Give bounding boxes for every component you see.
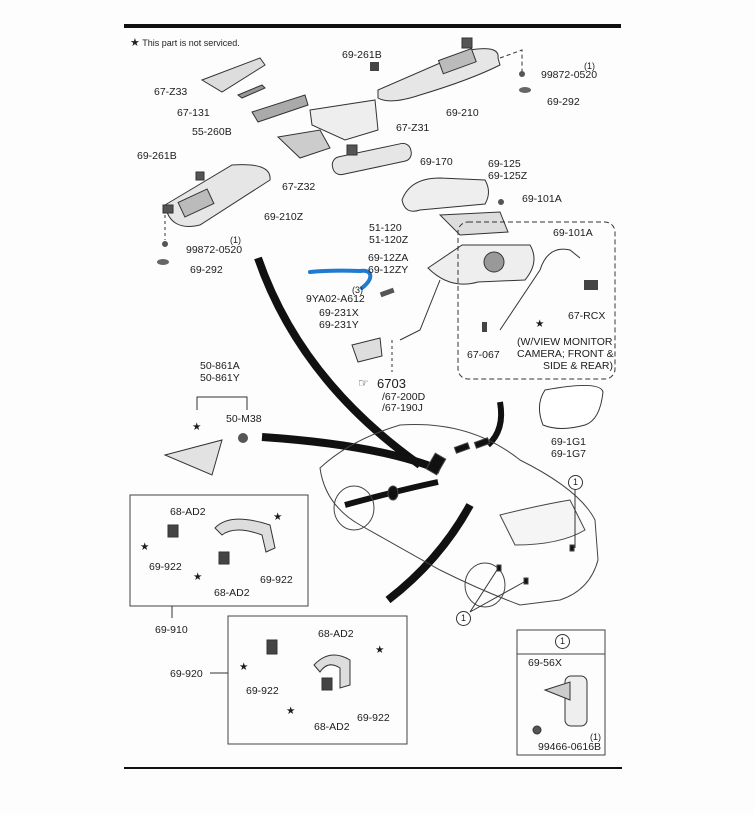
camera-icon — [584, 280, 598, 290]
legend-note: ★ This part is not serviced. — [130, 36, 240, 49]
part-label: 69-231Y — [319, 319, 359, 331]
part-label: 69-231X — [319, 307, 359, 319]
part-label: 69-922 — [357, 712, 390, 724]
mirror-glass-drawing — [539, 384, 604, 429]
reference-number: 6703 — [377, 376, 406, 391]
part-label: 67-131 — [177, 107, 210, 119]
star-icon: ★ — [193, 571, 203, 583]
part-label: 9YA02-A612 — [306, 293, 365, 305]
screw-icon — [162, 241, 168, 247]
reference-label: /67-190J — [382, 402, 423, 414]
part-label: 99872-0520 — [186, 244, 243, 256]
star-icon: ★ — [192, 421, 202, 433]
option-note: (W/VIEW MONITOR — [517, 336, 613, 348]
part-label: 68-AD2 — [214, 587, 250, 599]
star-icon: ★ — [239, 661, 249, 673]
part-label: 68-AD2 — [170, 506, 206, 518]
clip-icon — [238, 433, 248, 443]
clip-icon — [370, 62, 379, 71]
star-icon: ★ — [535, 318, 545, 330]
part-label: 69-125Z — [488, 170, 528, 182]
vehicle-drawing — [319, 423, 599, 608]
part-label: 67-Z31 — [396, 122, 430, 134]
nut-icon — [498, 199, 504, 205]
quarter-glass-drawing — [163, 439, 223, 476]
quantity-label: (1) — [590, 732, 601, 742]
part-label: 69-922 — [246, 685, 279, 697]
reference-label: /67-200D — [382, 391, 426, 403]
star-icon: ★ — [286, 705, 296, 717]
detail-1-box — [516, 629, 606, 756]
quantity-label: (1) — [230, 235, 241, 245]
grip-front-box — [129, 494, 309, 607]
blue-annotation-stroke — [308, 268, 373, 290]
part-label: 69-170 — [420, 156, 453, 168]
star-icon: ★ — [140, 541, 150, 553]
part-label: 69-101A — [553, 227, 593, 239]
star-icon: ★ — [130, 37, 140, 49]
option-note: CAMERA; FRONT & — [517, 348, 614, 360]
part-label: 50-861Y — [200, 372, 240, 384]
leader-swooshes — [254, 256, 505, 604]
part-label: 99872-0520 — [541, 69, 598, 81]
part-label: 69-210Z — [264, 211, 304, 223]
part-label: 69-261B — [137, 150, 177, 162]
star-icon: ★ — [375, 644, 385, 656]
part-label: 68-AD2 — [314, 721, 350, 733]
part-label: 69-261B — [342, 49, 382, 61]
part-label: 55-260B — [192, 126, 232, 138]
cover-icon — [157, 259, 169, 265]
part-label: 69-922 — [149, 561, 182, 573]
screw-icon — [519, 71, 525, 77]
part-label: 69-101A — [522, 193, 562, 205]
bottom-rule — [124, 767, 622, 769]
part-label: 67-Z33 — [154, 86, 188, 98]
cover-icon — [519, 87, 531, 93]
star-icon: ★ — [273, 511, 283, 523]
door-mirror-drawing — [399, 177, 535, 341]
bolt-icon — [379, 287, 395, 298]
part-label: 69-125 — [488, 158, 521, 170]
part-label: 50-M38 — [226, 413, 262, 425]
part-label: 67-067 — [467, 349, 500, 361]
sun-visor-left-drawing — [162, 164, 271, 227]
part-label: 69-1G7 — [551, 448, 587, 460]
part-label: 69-1G1 — [551, 436, 587, 448]
detail-1-drawing — [532, 675, 588, 735]
top-rule — [124, 24, 621, 28]
part-label: 50-861A — [200, 360, 240, 372]
pointing-hand-icon: ☞ — [358, 376, 369, 390]
grip-handle-drawing — [167, 518, 351, 691]
detail-callout: 1 — [555, 634, 570, 649]
part-label: 69-920 — [170, 668, 203, 680]
camera-option-box — [457, 221, 616, 380]
overhead-bracket-drawing — [200, 57, 379, 159]
grip-rear-box — [227, 615, 408, 745]
sun-visor-right-drawing — [377, 37, 501, 102]
vehicle-callout: 1 — [456, 611, 471, 626]
part-label: 51-120Z — [369, 234, 409, 246]
connector-icon — [482, 322, 487, 332]
garnish-drawing — [351, 337, 383, 363]
part-label: 69-12ZY — [368, 264, 409, 276]
legend-text: This part is not serviced. — [142, 38, 240, 48]
part-label: 68-AD2 — [318, 628, 354, 640]
part-label: 69-922 — [260, 574, 293, 586]
quantity-label: (3) — [352, 285, 363, 295]
quantity-label: (1) — [584, 61, 595, 71]
rear-view-mirror-drawing — [331, 142, 412, 176]
part-label: 69-56X — [528, 657, 562, 669]
part-label: 69-210 — [446, 107, 479, 119]
part-label: 99466-0616B — [538, 741, 602, 753]
part-label: 69-12ZA — [368, 252, 409, 264]
part-label: 69-292 — [547, 96, 580, 108]
option-note: SIDE & REAR) — [543, 360, 614, 372]
part-label: 51-120 — [369, 222, 402, 234]
part-label: 67-RCX — [568, 310, 606, 322]
part-label: 69-292 — [190, 264, 223, 276]
part-label: 67-Z32 — [282, 181, 316, 193]
vehicle-callout: 1 — [568, 475, 583, 490]
part-label: 69-910 — [155, 624, 188, 636]
